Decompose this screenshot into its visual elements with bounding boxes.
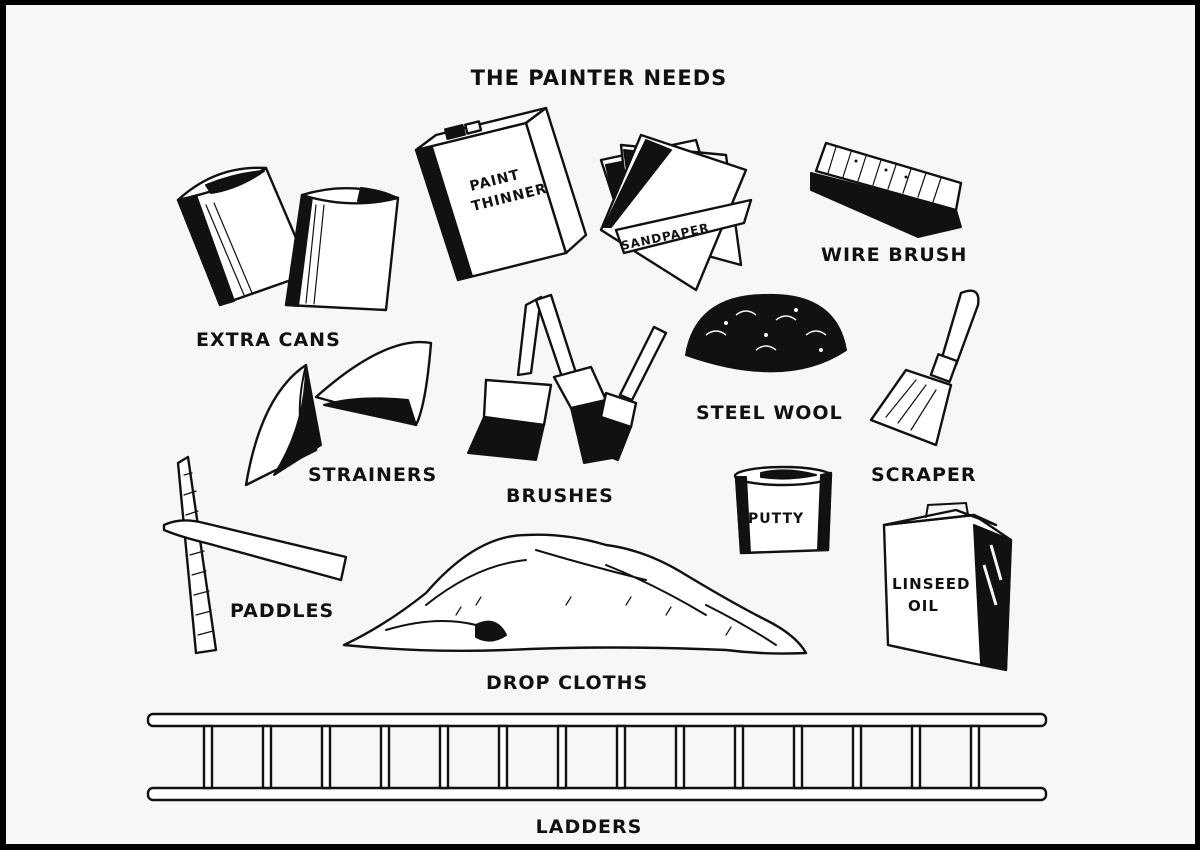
- paddles-label: PADDLES: [230, 600, 334, 622]
- ladder-rung: [969, 724, 981, 790]
- ladder-rung: [320, 724, 332, 790]
- scraper-label: SCRAPER: [871, 464, 977, 486]
- ladder-drawing: [146, 712, 1048, 802]
- brushes-drawing: [467, 293, 668, 464]
- extra-cans-label: EXTRA CANS: [196, 329, 341, 351]
- ladder-rung: [792, 724, 804, 790]
- illustration-sheet: THE PAINTER NEEDS EXTRA CANS PAINTTHINNE…: [6, 5, 1195, 844]
- drop-cloths-drawing: [342, 533, 808, 655]
- strainers-drawing: [244, 340, 433, 487]
- paddles-drawing: [162, 455, 348, 655]
- steel-wool-label: STEEL WOOL: [696, 402, 843, 424]
- page-title: THE PAINTER NEEDS: [471, 66, 728, 90]
- strainers-label: STRAINERS: [308, 464, 437, 486]
- steel-wool-drawing: [685, 293, 847, 373]
- wire-brush-drawing: [810, 141, 963, 238]
- painter-needs-illustration: THE PAINTER NEEDS EXTRA CANS PAINTTHINNE…: [146, 66, 1048, 838]
- ladder-rung: [379, 724, 391, 790]
- putty-can-drawing: PUTTY: [733, 465, 833, 555]
- drop-cloths-label: DROP CLOTHS: [486, 672, 648, 694]
- ladder-rung: [733, 724, 745, 790]
- ladder-rung: [851, 724, 863, 790]
- extra-cans-drawing: [176, 166, 400, 312]
- ladder-rung: [556, 724, 568, 790]
- ladder-rung: [910, 724, 922, 790]
- ladder-rung: [615, 724, 627, 790]
- ladder-rung: [202, 724, 214, 790]
- scraper-drawing: [869, 289, 980, 447]
- wire-brush-label: WIRE BRUSH: [821, 244, 967, 266]
- paint-thinner-can-drawing: PAINTTHINNER: [414, 106, 588, 282]
- ladder-rung: [438, 724, 450, 790]
- sandpaper-drawing: SANDPAPER: [599, 133, 753, 292]
- ladder-rung: [674, 724, 686, 790]
- putty-can-text: PUTTY: [748, 511, 804, 527]
- brushes-label: BRUSHES: [506, 485, 614, 507]
- ladder-rung: [261, 724, 273, 790]
- ladder-rung: [497, 724, 509, 790]
- ladders-label: LADDERS: [536, 816, 643, 838]
